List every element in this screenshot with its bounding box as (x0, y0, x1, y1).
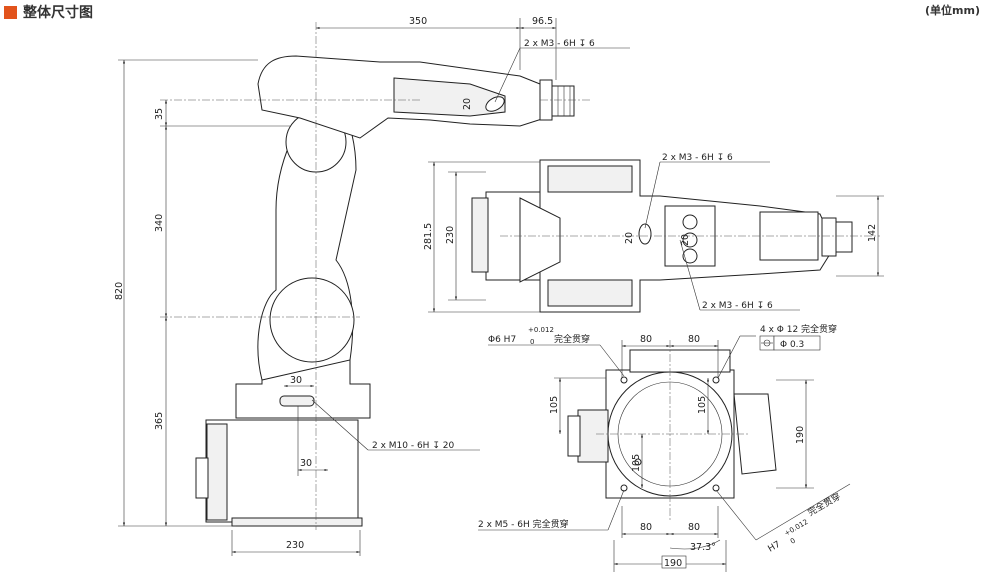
mount-hole-1 (620, 376, 628, 384)
page-title: 整体尺寸图 (23, 5, 93, 21)
shoulder-joint (269, 277, 355, 363)
dim-230: 230 (286, 540, 304, 551)
mount-hole-3 (620, 484, 628, 492)
top-shoulder-cover-upper (547, 165, 633, 193)
position-tol-value: Φ 0.3 (780, 340, 804, 350)
wrist-hole (485, 96, 505, 112)
base-view: 80 80 105 105 105 190 80 80 37.3° 190 Φ (478, 323, 851, 572)
top-base-connector (471, 197, 489, 273)
callout-slot-tol-lower: 0 (789, 537, 797, 546)
dim-20-top-a: 20 (624, 232, 635, 244)
top-hole (638, 223, 652, 245)
base-side-plug (567, 415, 581, 457)
dim-281-5: 281.5 (423, 223, 434, 250)
top-wrist (821, 217, 837, 257)
unit-label: (单位mm) (925, 4, 980, 17)
base-connector-panel (206, 423, 228, 521)
dim-142: 142 (867, 224, 878, 242)
dim-30-top: 30 (290, 375, 302, 386)
base-side-bracket (733, 393, 777, 475)
callout-slot: H7 (767, 540, 783, 555)
top-port-1 (682, 214, 698, 230)
dim-96-5: 96.5 (532, 16, 553, 27)
callout-base-thread: 2 x M10 - 6H ↧ 20 (372, 441, 454, 451)
dim-190-right: 190 (795, 426, 806, 444)
dim-365: 365 (154, 412, 165, 430)
top-flange (835, 221, 853, 253)
dim-80-bottom-right: 80 (688, 522, 700, 533)
base-slot (279, 395, 315, 407)
base-side-connector (577, 409, 609, 463)
dim-230-top: 230 (445, 226, 456, 244)
section-header: 整体尺寸图 (4, 2, 93, 22)
top-view: 281.5 230 142 20 20 2 x M3 - 6H ↧ 6 2 x … (423, 153, 884, 313)
tool-flange (551, 85, 575, 117)
mount-hole-4 (712, 484, 720, 492)
callout-slot-suffix: 完全贯穿 (806, 490, 843, 518)
dim-80-top-left: 80 (640, 334, 652, 345)
base-plate (231, 517, 363, 527)
side-view: 350 96.5 820 35 340 365 30 30 230 20 2 x (114, 16, 630, 556)
dim-80-top-right: 80 (688, 334, 700, 345)
top-shoulder-cover-lower (547, 279, 633, 307)
dim-350: 350 (409, 16, 427, 27)
callout-pin-tol-upper: +0.012 (528, 326, 554, 334)
header-marker (4, 5, 17, 19)
dim-20-wrist: 20 (462, 98, 473, 110)
base-top-flange (629, 349, 731, 373)
robot-base (205, 419, 359, 523)
callout-pin-suffix: 完全贯穿 (554, 333, 590, 345)
callout-bottom-thread: 2 x M5 - 6H 完全贯穿 (478, 518, 569, 530)
dim-80-bottom-left: 80 (640, 522, 652, 533)
upper-arm-inner (393, 77, 506, 117)
base-connector (195, 457, 209, 499)
dim-105-center: 105 (697, 396, 708, 414)
dim-105-left: 105 (549, 396, 560, 414)
dim-37-3-deg: 37.3° (690, 542, 716, 553)
callout-wrist-thread: 2 x M3 - 6H ↧ 6 (524, 39, 595, 49)
callout-pin-tol-lower: 0 (530, 338, 534, 346)
callout-pin-hole: Φ6 H7 (488, 335, 516, 345)
dim-105-lower: 105 (631, 454, 642, 472)
dim-30-bottom: 30 (300, 458, 312, 469)
dim-190-bottom: 190 (664, 558, 682, 569)
dim-340: 340 (154, 214, 165, 232)
dim-20-top-b: 20 (680, 234, 691, 246)
callout-top-lower: 2 x M3 - 6H ↧ 6 (702, 301, 773, 311)
mount-hole-2 (712, 376, 720, 384)
top-port-2 (682, 232, 698, 248)
dim-35: 35 (154, 108, 165, 120)
top-port-3 (682, 248, 698, 264)
callout-top-upper: 2 x M3 - 6H ↧ 6 (662, 153, 733, 163)
callout-holes: 4 x Φ 12 完全贯穿 (760, 323, 837, 335)
dim-820: 820 (114, 282, 125, 300)
callout-slot-tol-upper: +0.012 (783, 518, 809, 538)
top-shoulder-joint (519, 197, 561, 283)
